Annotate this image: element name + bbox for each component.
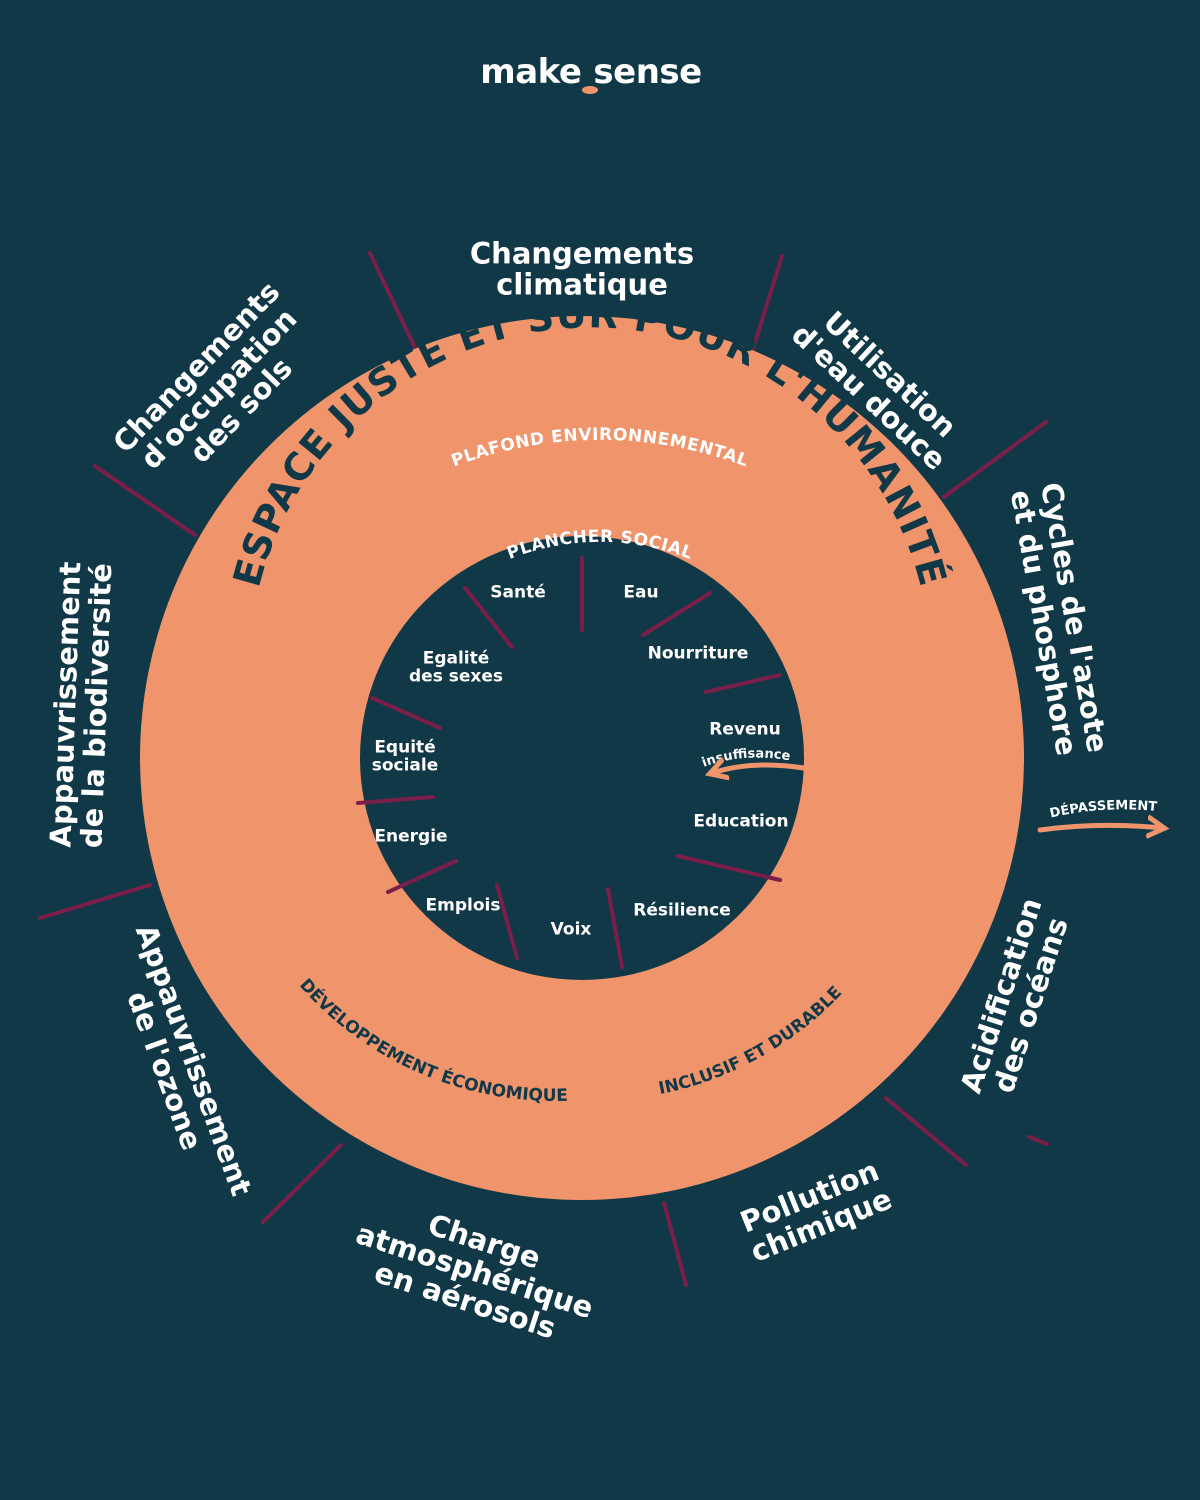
boundary-label-pollution: Pollutionchimique: [734, 1153, 897, 1269]
logo-part-2: sense: [593, 52, 701, 92]
outer-divider: [662, 1201, 688, 1287]
social-label-eau-line: Eau: [623, 582, 658, 602]
social-label-energie: Energie: [374, 826, 447, 846]
outer-divider: [38, 883, 152, 920]
social-label-voix: Voix: [551, 919, 592, 939]
inner-divider: [386, 859, 458, 894]
social-label-sante: Santé: [490, 582, 545, 602]
social-label-resilience-line: Résilience: [633, 900, 730, 920]
inner-divider: [641, 591, 712, 637]
overshoot-indicator: DÉPASSEMENT: [1037, 798, 1162, 830]
social-label-eau: Eau: [623, 582, 658, 602]
outer-dividers: [38, 251, 1049, 1287]
outer-divider: [884, 1096, 968, 1167]
social-label-equite-line: Equité: [374, 737, 435, 757]
outer-divider: [1027, 1135, 1049, 1146]
inner-divider: [356, 795, 435, 805]
logo-wordmark: make sense: [480, 52, 701, 92]
social-label-revenu: Revenu: [709, 719, 780, 739]
shortfall-arrow-icon: [712, 765, 807, 773]
inner-divider: [676, 854, 782, 882]
ring-hole: [360, 536, 804, 980]
boundary-label-biodiversite: Appauvrissementde la biodiversité: [43, 561, 118, 849]
outer-divider: [750, 254, 784, 354]
outer-divider: [93, 464, 197, 537]
social-label-emplois-line: Emplois: [426, 895, 501, 915]
social-foundation-items: Santé EauNourritureRevenuEducationRésilie…: [372, 582, 789, 939]
make-sense-logo: make sense: [480, 52, 702, 94]
social-label-revenu-line: Revenu: [709, 719, 780, 739]
social-label-emplois: Emplois: [426, 895, 501, 915]
social-label-nourriture: Nourriture: [648, 643, 749, 663]
social-label-education-line: Education: [693, 811, 788, 831]
social-label-sante-line: Santé: [490, 582, 545, 602]
inner-divider: [606, 887, 624, 969]
inner-divider: [463, 586, 514, 649]
social-label-egalite-line: Egalité: [423, 648, 490, 668]
boundary-label-climat-line: Changements: [470, 236, 694, 270]
outer-divider: [942, 420, 1048, 499]
inner-divider: [704, 673, 782, 694]
overshoot-label: DÉPASSEMENT: [1048, 798, 1157, 821]
boundary-label-aerosols: Chargeatmosphériqueen aérosols: [342, 1187, 607, 1355]
social-label-energie-line: Energie: [374, 826, 447, 846]
overshoot-arrow-icon: [1037, 825, 1162, 830]
inner-dividers: [356, 556, 782, 969]
inner-divider: [495, 883, 519, 960]
inner-divider: [370, 696, 442, 730]
social-label-equite-line: sociale: [372, 755, 439, 775]
social-label-voix-line: Voix: [551, 919, 592, 939]
social-label-education: Education: [693, 811, 788, 831]
boundary-label-climat-line: climatique: [496, 267, 668, 301]
outer-divider: [368, 251, 418, 352]
social-label-resilience: Résilience: [633, 900, 730, 920]
logo-part-1: make: [480, 52, 581, 92]
social-label-nourriture-line: Nourriture: [648, 643, 749, 663]
outer-divider: [261, 1143, 343, 1224]
social-label-egalite-line: des sexes: [409, 666, 503, 686]
logo-accent: [582, 86, 598, 94]
